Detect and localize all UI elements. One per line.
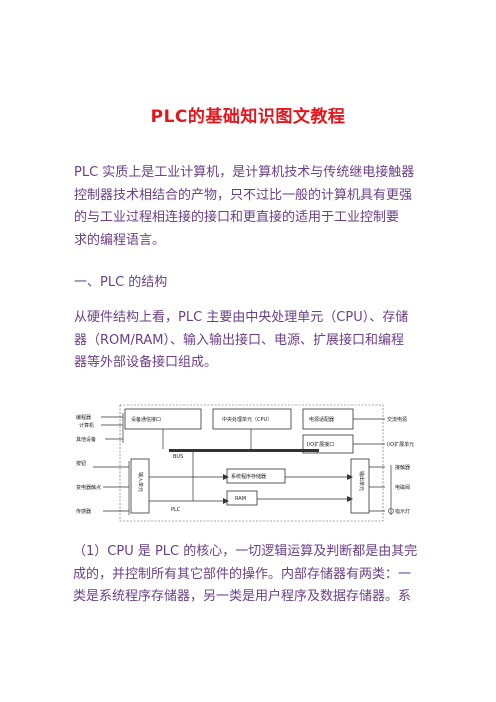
- cpu-label: 中央处理单元（CPU）: [222, 416, 272, 423]
- label-indicator-lamp: 指示灯: [395, 508, 410, 515]
- label-programmer: 编程器: [76, 414, 91, 421]
- output-unit-box: [350, 458, 370, 514]
- io-expansion-label: I/O扩展接口: [307, 441, 334, 448]
- intro-line: 控制器技术相结合的产物，只不过比一般的计算机具有更强: [74, 187, 413, 203]
- label-contactor: 接触器: [395, 464, 410, 471]
- cpu-line: 成的，并控制所有其它部件的操作。内部存储器有两类：一: [73, 566, 412, 582]
- label-sensor: 传感器: [76, 508, 91, 515]
- plc-outline: [119, 404, 384, 522]
- label-computer: 计算机: [79, 422, 94, 429]
- label-solenoid-valve: 电磁阀: [395, 484, 410, 491]
- comm-wires: [101, 413, 124, 443]
- label-other-devices: 其他设备: [76, 436, 96, 443]
- data-arrows: [149, 452, 347, 502]
- system-memory-label: 系统程序存储器: [231, 473, 266, 480]
- comm-interface-label: 设备通信接口: [131, 416, 161, 423]
- label-ac-power: 交流电源: [387, 416, 407, 423]
- structure-line: 器等外部设备接口组成。: [74, 355, 218, 370]
- ram-box: [226, 490, 258, 506]
- input-wires: [93, 461, 130, 515]
- ram-label: RAM: [235, 496, 246, 502]
- label-button: 按钮: [76, 460, 86, 467]
- intro-paragraph: PLC 实质上是工业计算机，是计算机技术与传统继电接触器 控制器技术相结合的产物…: [74, 162, 424, 252]
- label-io-expansion-unit: I/O扩展单元: [387, 441, 414, 448]
- bus-connectors: [162, 429, 318, 453]
- output-unit-label: 输出单元: [358, 471, 365, 491]
- structure-line: 器（ROM/RAM）、输入输出接口、电源、扩展接口和编程: [74, 332, 404, 348]
- cpu-paragraph: （1）CPU 是 PLC 的核心，一切逻辑运算及判断都是由其完 成的，并控制所有…: [73, 541, 425, 609]
- intro-line: PLC 实质上是工业计算机，是计算机技术与传统继电接触器: [74, 165, 415, 180]
- output-wires: [353, 418, 385, 512]
- structure-paragraph: 从硬件结构上看，PLC 主要由中央处理单元（CPU）、存储 器（ROM/RAM）…: [74, 307, 424, 375]
- plc-structure-diagram: 编程器 计算机 其他设备 按钮 变电器触点 传感器 设备通信接口 中央处理单元（…: [73, 403, 425, 525]
- page-title: PLC的基础知识图文教程: [150, 107, 346, 127]
- intro-line: 的与工业过程相连接的接口和更直接的适用于工业控制要: [74, 210, 400, 225]
- intro-line: 求的编程语言。: [74, 232, 166, 248]
- indicator-lamp-symbol: [388, 508, 394, 514]
- bus-label: BUS: [173, 454, 183, 460]
- cpu-line: （1）CPU 是 PLC 的核心，一切逻辑运算及判断都是由其完: [73, 544, 418, 559]
- power-label: 电源适配器: [309, 416, 334, 423]
- plc-label: PLC: [171, 507, 181, 513]
- structure-line: 从硬件结构上看，PLC 主要由中央处理单元（CPU）、存储: [74, 310, 409, 325]
- label-relay-contact: 变电器触点: [76, 484, 101, 491]
- bus-bar: [169, 449, 319, 452]
- input-unit-box: [130, 458, 150, 514]
- section-heading: 一、PLC 的结构: [74, 275, 168, 290]
- input-unit-label: 输入单元: [137, 472, 144, 492]
- cpu-box: [212, 408, 292, 430]
- cpu-line: 类是系统程序存储器，另一类是用户程序及数据存储器。系: [73, 589, 412, 604]
